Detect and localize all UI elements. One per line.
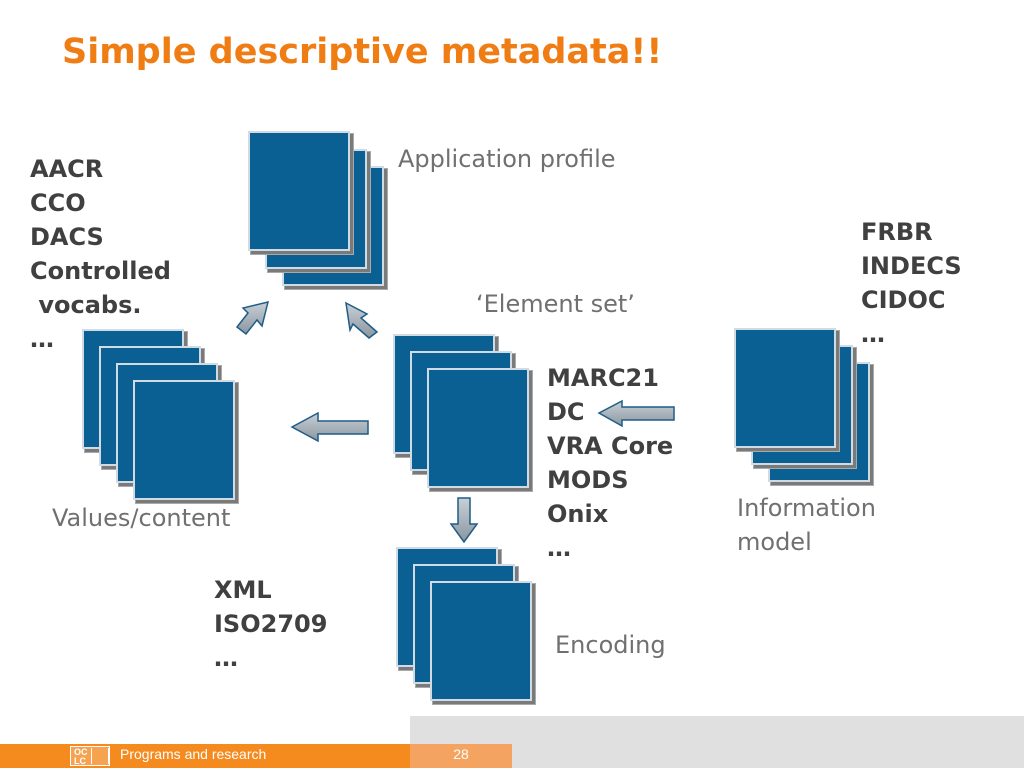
list-item: MODS bbox=[547, 466, 629, 494]
arrow-from-model bbox=[597, 399, 675, 428]
list-item: ISO2709 bbox=[214, 610, 328, 638]
list-item: DACS bbox=[30, 223, 104, 251]
logo-letters-top: OC bbox=[74, 747, 88, 757]
element-set-standards-list: MARC21 DC VRA Core MODS Onix … bbox=[547, 361, 673, 565]
values-content-label: Values/content bbox=[52, 504, 231, 532]
list-item: VRA Core bbox=[547, 432, 674, 460]
list-item: AACR bbox=[30, 155, 104, 183]
model-standards-list: FRBR INDECS CIDOC … bbox=[861, 215, 962, 351]
page-number: 28 bbox=[453, 746, 469, 762]
information-model-label: Information model bbox=[737, 494, 876, 556]
values-standards-list: AACR CCO DACS Controlled vocabs. … bbox=[30, 152, 171, 356]
footer-bar bbox=[0, 744, 410, 768]
list-item: FRBR bbox=[861, 218, 933, 246]
document-page bbox=[248, 131, 350, 251]
document-page bbox=[427, 368, 529, 488]
encoding-standards-list: XML ISO2709 … bbox=[214, 573, 327, 675]
document-page bbox=[430, 581, 532, 701]
list-item: MARC21 bbox=[547, 364, 659, 392]
list-item: Controlled bbox=[30, 257, 171, 285]
list-item: Onix bbox=[547, 500, 609, 528]
encoding-label: Encoding bbox=[555, 631, 666, 659]
arrow-to-values bbox=[290, 411, 369, 443]
footer-text: Programs and research bbox=[120, 746, 267, 762]
arrow-to-encoding bbox=[449, 497, 479, 544]
slide-title: Simple descriptive metadata!! bbox=[62, 32, 663, 72]
footer-gray-band bbox=[410, 716, 1024, 768]
list-item: vocabs. bbox=[30, 291, 142, 319]
list-item: CCO bbox=[30, 189, 86, 217]
page-number-box bbox=[410, 744, 512, 768]
list-item: CIDOC bbox=[861, 286, 946, 314]
document-page bbox=[133, 380, 235, 500]
logo-bars bbox=[91, 748, 109, 764]
element-set-label: ‘Element set’ bbox=[476, 290, 635, 318]
list-item: … bbox=[214, 644, 238, 672]
list-item: … bbox=[30, 325, 54, 353]
list-item: … bbox=[547, 534, 571, 562]
arrow-elements-to-profile bbox=[345, 301, 379, 339]
application-profile-label: Application profile bbox=[398, 145, 616, 173]
document-page bbox=[734, 328, 836, 448]
list-item: INDECS bbox=[861, 252, 962, 280]
list-item: DC bbox=[547, 398, 585, 426]
logo-letters-bottom: LC bbox=[74, 756, 86, 766]
list-item: XML bbox=[214, 576, 272, 604]
list-item: … bbox=[861, 320, 885, 348]
arrow-values-to-profile bbox=[235, 300, 270, 336]
oclc-logo: OC LC bbox=[70, 746, 110, 766]
